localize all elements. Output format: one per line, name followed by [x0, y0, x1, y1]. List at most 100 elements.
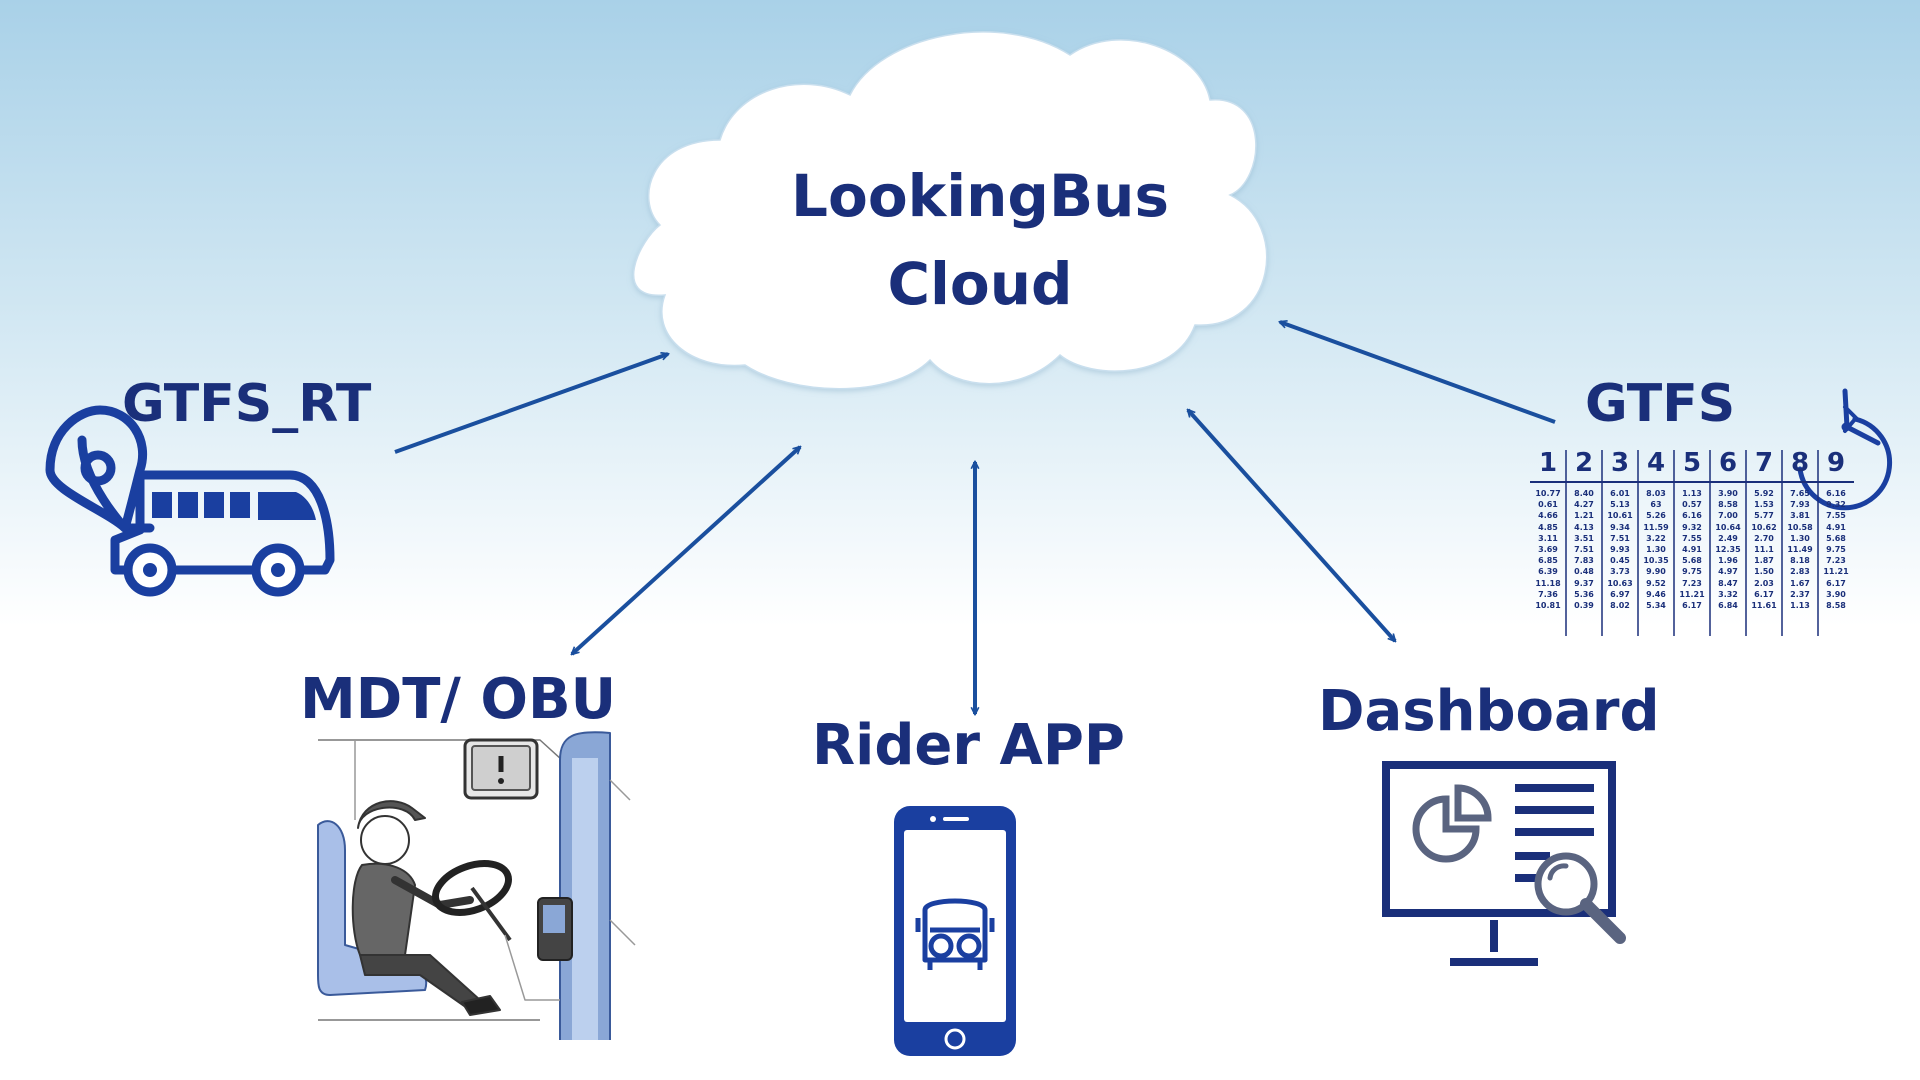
timetable-cell: 7.51: [1574, 545, 1594, 554]
timetable-header-7: 7: [1754, 448, 1774, 478]
dashboard-label: Dashboard: [1318, 679, 1660, 744]
timetable-cell: 7.83: [1574, 556, 1594, 566]
arrow-dashboard-cloud: [1188, 410, 1395, 641]
timetable-cell: 11.49: [1787, 545, 1813, 554]
timetable-cell: 4.66: [1538, 511, 1558, 521]
timetable-cell: 10.61: [1607, 511, 1633, 521]
arrow-gtfs-rt-to-cloud: [394, 354, 668, 454]
timetable-cell: 0.39: [1574, 601, 1594, 610]
timetable-cell: 12.35: [1715, 545, 1741, 554]
timetable-cell: 6.16: [1682, 511, 1702, 521]
cloud-title-line1: LookingBus: [791, 162, 1169, 230]
timetable-cell: 6.97: [1610, 589, 1630, 599]
timetable-cell: 7.00: [1718, 511, 1738, 521]
timetable-cell: 1.96: [1718, 556, 1738, 566]
timetable-cell: 7.23: [1682, 578, 1702, 588]
timetable-cell: 4.13: [1574, 522, 1594, 532]
timetable-cell: 3.51: [1574, 533, 1594, 543]
timetable-cell: 2.03: [1754, 578, 1774, 588]
timetable-cell: 0.57: [1682, 500, 1702, 510]
timetable-cell: 10.64: [1715, 522, 1741, 532]
timetable-cell: 1.13: [1682, 489, 1702, 498]
timetable-header-4: 4: [1646, 448, 1666, 478]
timetable-cell: 2.37: [1790, 589, 1810, 599]
timetable-cell: 0.61: [1538, 500, 1558, 510]
timetable-cell: 6.39: [1538, 567, 1558, 577]
timetable-cell: 9.32: [1682, 522, 1702, 532]
timetable-cell: 5.34: [1646, 601, 1666, 610]
timetable-cell: 9.52: [1646, 578, 1666, 588]
timetable-cell: 3.81: [1790, 511, 1810, 521]
timetable-header-8: 8: [1790, 448, 1810, 478]
timetable-cell: 8.58: [1826, 601, 1846, 610]
timetable-header-9: 9: [1826, 448, 1846, 478]
timetable-cell: 10.63: [1607, 578, 1633, 588]
timetable-cell: 6.84: [1718, 601, 1738, 610]
timetable-cell: 4.91: [1682, 545, 1702, 554]
timetable-header-1: 1: [1538, 448, 1558, 478]
timetable-cell: 1.21: [1574, 511, 1594, 521]
timetable-cell: 3.11: [1538, 533, 1558, 543]
timetable-cell: 5.36: [1574, 589, 1594, 599]
timetable-cell: 1.30: [1790, 533, 1810, 543]
cloud-shape: [633, 31, 1268, 390]
timetable-cell: 9.75: [1826, 545, 1846, 554]
timetable-cell: 8.47: [1718, 578, 1738, 588]
timetable-cell: 6.16: [1826, 489, 1846, 498]
timetable-cell: 11.1: [1754, 545, 1774, 554]
timetable-cell: 9.37: [1574, 578, 1594, 588]
timetable-cell: 9.32: [1826, 500, 1846, 510]
timetable-cell: 8.03: [1646, 489, 1666, 498]
timetable-cell: 2.49: [1718, 533, 1738, 543]
timetable-cell: 4.27: [1574, 500, 1594, 510]
timetable-cell: 10.62: [1751, 522, 1777, 532]
timetable-cell: 11.59: [1643, 522, 1669, 532]
timetable-cell: 5.77: [1754, 511, 1774, 521]
timetable-cell: 5.68: [1826, 533, 1846, 543]
timetable-cell: 6.17: [1682, 601, 1702, 610]
timetable-cell: 11.21: [1823, 567, 1849, 577]
bus-driver-illustration: [317, 731, 636, 1040]
timetable-cell: 5.92: [1754, 489, 1774, 498]
timetable-cell: 5.26: [1646, 511, 1666, 521]
timetable-cell: 2.70: [1754, 533, 1774, 543]
timetable-cell: 8.18: [1790, 556, 1810, 566]
bus-windows: [152, 492, 316, 520]
timetable-cell: 3.32: [1718, 589, 1738, 599]
timetable-cell: 10.58: [1787, 522, 1813, 532]
timetable-cell: 63: [1650, 500, 1662, 510]
bus-location-icon: [45, 405, 335, 597]
timetable-grid: [1530, 450, 1854, 636]
timetable-cell: 2.83: [1790, 567, 1810, 577]
timetable-cell: 9.90: [1646, 567, 1666, 577]
timetable-cell: 0.48: [1574, 567, 1594, 577]
timetable-cell: 7.23: [1826, 556, 1846, 566]
arrow-mdt-cloud: [572, 447, 800, 654]
timetable-cell: 4.85: [1538, 522, 1558, 532]
timetable-cell: 3.69: [1538, 545, 1558, 554]
timetable-cell: 8.58: [1718, 500, 1738, 510]
gtfs-rt-label: GTFS_RT: [122, 374, 372, 434]
timetable-cell: 5.68: [1682, 556, 1702, 566]
smartphone-bus-icon: [894, 806, 1016, 1056]
timetable-cell: 6.85: [1538, 556, 1558, 566]
timetable-cell: 8.02: [1610, 601, 1630, 610]
timetable-cell: 9.34: [1610, 522, 1630, 532]
timetable-cell: 11.21: [1679, 589, 1705, 599]
mdt-obu-label: MDT/ OBU: [300, 667, 617, 732]
timetable-cell: 9.93: [1610, 545, 1630, 554]
timetable-cell: 3.73: [1610, 567, 1630, 577]
timetable-cell: 5.13: [1610, 500, 1630, 510]
timetable-cell: 4.91: [1826, 522, 1846, 532]
timetable-cell: 3.90: [1718, 489, 1738, 498]
arrow-gtfs-to-cloud: [1280, 322, 1556, 424]
cloud-title: LookingBus Cloud: [700, 152, 1260, 328]
timetable-cell: 3.90: [1826, 589, 1846, 599]
timetable-cell: 0.45: [1610, 556, 1630, 566]
timetable-cell: 1.67: [1790, 578, 1810, 588]
timetable-cell: 1.50: [1754, 567, 1774, 577]
timetable-cell: 1.13: [1790, 601, 1810, 610]
